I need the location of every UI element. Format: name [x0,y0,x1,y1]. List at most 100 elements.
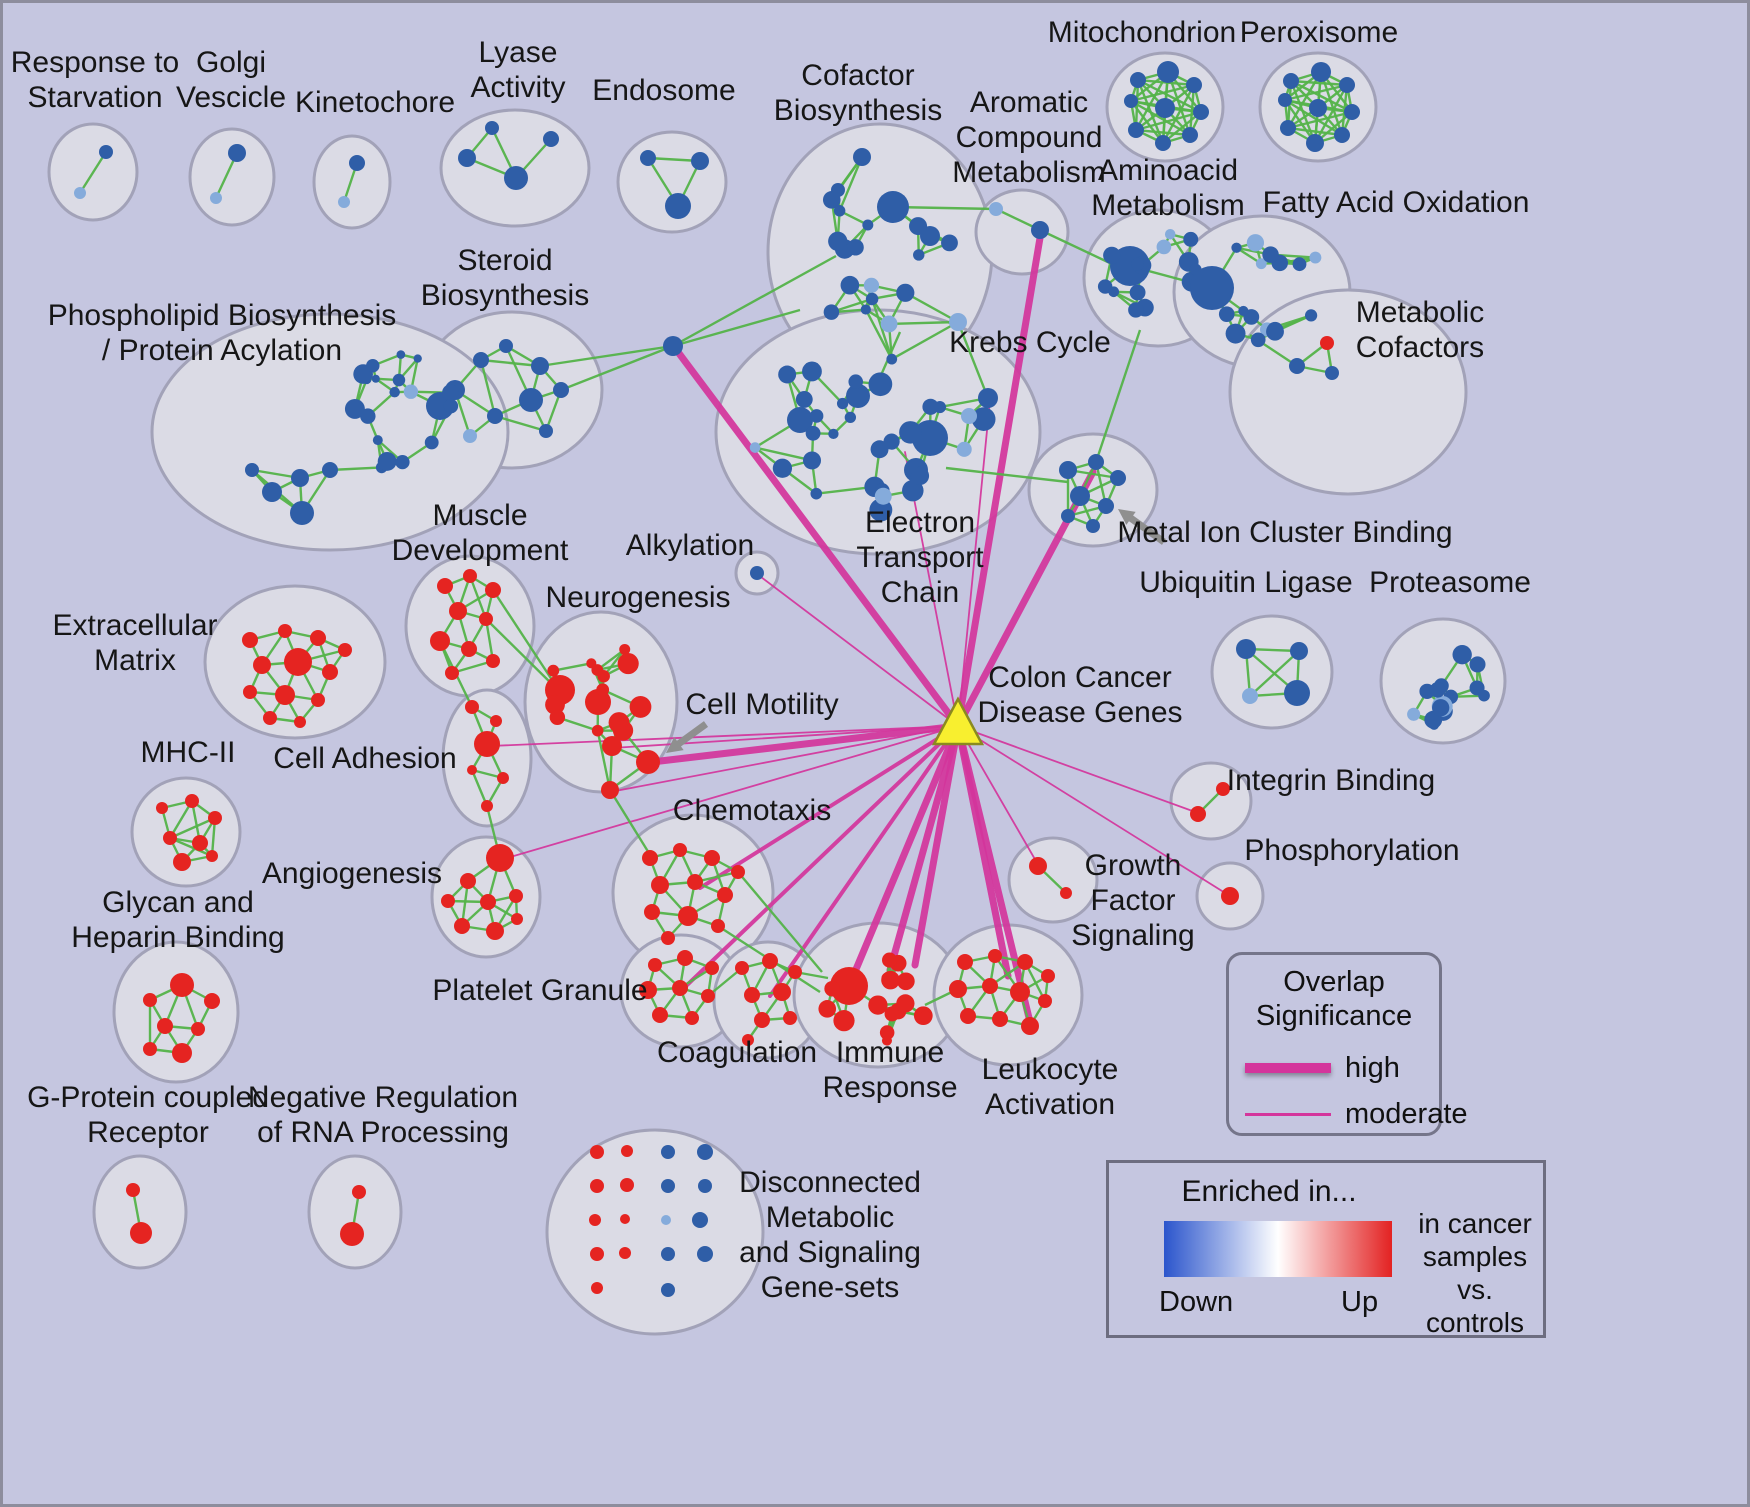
bridge-edge [737,871,823,973]
gene-set-node [395,454,410,470]
gene-set-node [1238,305,1249,316]
gene-set-node [705,961,719,975]
coexpression-edge [1286,71,1323,129]
gene-set-node [389,386,400,398]
coexpression-edge [1135,110,1202,132]
coexpression-edge [889,320,959,326]
gene-set-node [1193,104,1209,120]
gene-set-node [802,451,822,470]
gene-set-node [445,666,459,680]
coexpression-edge [168,800,194,839]
gene-set-node [1182,127,1198,143]
gene-set-node [1129,284,1146,301]
coexpression-edge [1284,83,1348,102]
gene-set-node [810,487,823,500]
gene-set-node [284,648,312,676]
gene-set-node [640,150,656,166]
gene-set-node [539,424,553,438]
gene-set-node [294,716,306,728]
gene-set-node [486,922,504,940]
gene-set-node [828,428,839,440]
gene-set-node [1124,94,1138,108]
bridge-edge [672,254,837,348]
high-significance-label: high [1345,1052,1400,1084]
gene-set-node [130,1222,152,1244]
gene-set-node [596,683,610,697]
gene-set-node [874,487,892,505]
gene-set-node [870,440,889,459]
gene-set-node [1190,266,1234,310]
gene-set-node [697,1246,713,1262]
gene-set-node [1060,887,1072,899]
gene-set-node [454,918,470,934]
gene-set-node [486,654,500,668]
cluster-label-metal-ion-cluster-binding: Metal Ion Cluster Binding [1117,516,1452,549]
bridge-edge [485,618,561,693]
gene-set-node [629,696,652,718]
gene-set-node [877,191,909,223]
gene-set-node [884,1006,900,1022]
bridge-edge [672,308,801,348]
gene-set-node [957,954,973,970]
gene-set-node [1103,246,1121,265]
gene-set-node [377,452,397,471]
gene-set-node [862,219,874,231]
coexpression-edge [1130,83,1195,103]
gene-set-node [824,981,840,997]
gene-set-node [543,131,559,147]
gene-set-node [956,441,972,457]
gene-set-node [291,469,309,487]
metal-ion-arrow [1125,512,1167,545]
overlap-edge-high [648,722,962,766]
gene-set-node [836,397,849,410]
enrichment-up-label: Up [1341,1286,1379,1318]
overlap-edge-high [698,724,960,890]
cluster-blob-kinetochore [312,134,392,230]
gene-set-node [591,1282,603,1294]
coexpression-edge [470,769,489,807]
gene-set-node [1325,366,1339,380]
cluster-label-alkylation: Alkylation [626,529,754,562]
gene-set-node [1164,228,1176,240]
gene-set-node [170,973,194,997]
gene-set-node [275,685,295,705]
gene-set-node [228,144,246,162]
coexpression-edge [1287,126,1343,137]
gene-set-node [621,1145,633,1157]
gene-set-node [1128,122,1144,138]
gene-set-node [989,202,1003,216]
gene-set-node [310,630,326,646]
gene-set-node [1283,73,1299,89]
gene-set-node [1086,519,1100,533]
gene-set-node [1029,857,1047,875]
coexpression-edge [480,358,541,368]
gene-set-node [163,831,177,845]
gene-set-node [750,566,764,580]
gene-set-node [897,972,915,991]
gene-set-node [504,166,528,190]
overlap-edge-high [671,344,962,730]
gene-set-node [1306,134,1324,152]
gene-set-node [430,631,450,651]
gene-set-node [1021,1017,1039,1035]
gene-set-node [509,889,523,903]
gene-set-node [805,425,821,441]
gene-set-node [553,382,569,398]
gene-set-node [278,624,292,638]
gene-set-node [1339,77,1355,93]
coexpression-edge [870,298,893,360]
gene-set-node [441,894,455,908]
gene-set-node [340,1222,364,1246]
gene-set-node [1155,98,1175,118]
coexpression-edge [1135,128,1191,137]
cluster-blob-disconnected-gene-sets [545,1128,765,1336]
gene-set-node [612,720,634,741]
